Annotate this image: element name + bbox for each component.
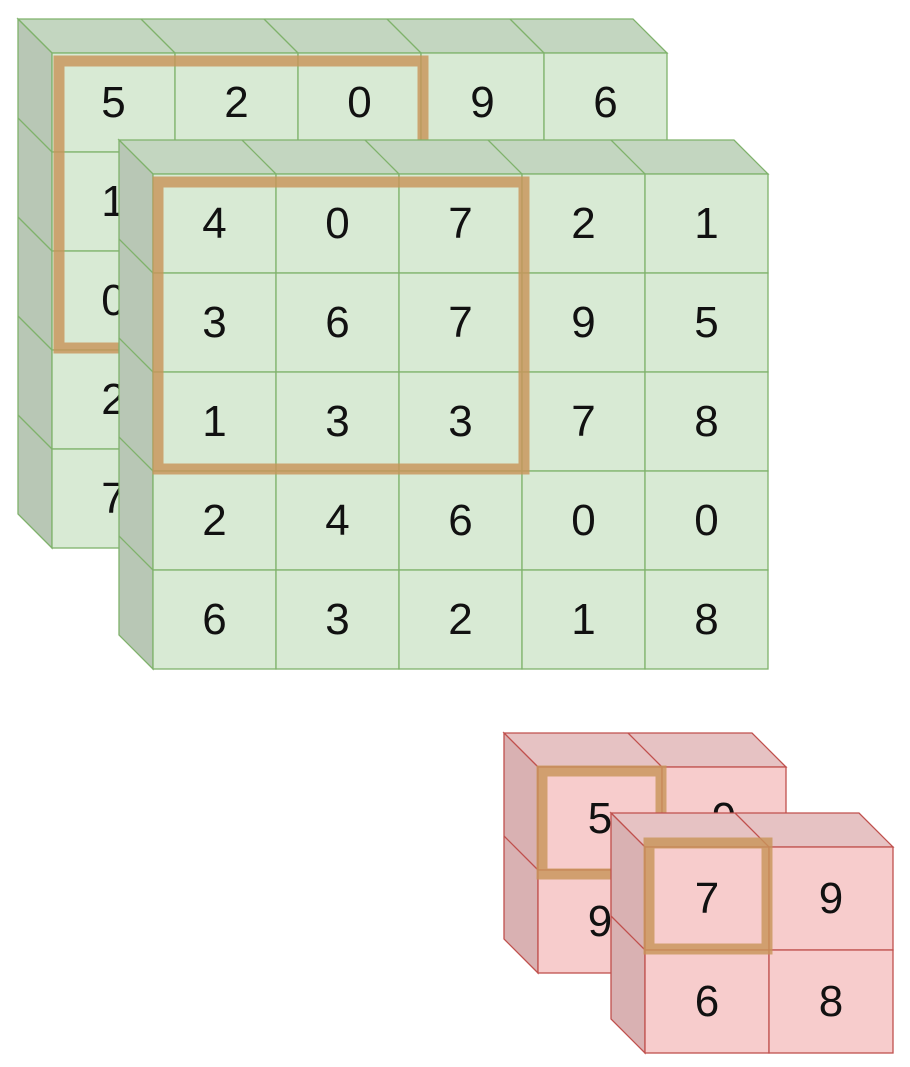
- input-back-cell: [174, 52, 299, 153]
- input-front-cell-value: 4: [325, 496, 349, 545]
- input-back-cell-value: 2: [224, 78, 248, 127]
- input-front-cell: [644, 173, 769, 274]
- input-front-cell: [644, 569, 769, 670]
- input-front-cell-value: 1: [202, 397, 226, 446]
- input-front-cell-value: 6: [202, 595, 226, 644]
- input-front-cell: [521, 371, 646, 472]
- input-front-side-edge: [118, 238, 154, 274]
- input-front-top-face: [117, 139, 770, 175]
- input-front-cell-value: 0: [325, 199, 349, 248]
- input-front-side-edge: [118, 337, 154, 373]
- input-front-cell-value: 3: [448, 397, 472, 446]
- input-front-cell-value: 8: [694, 397, 718, 446]
- input-front-cell-value: 4: [202, 199, 226, 248]
- input-front-cell: [644, 272, 769, 373]
- input-front-cell: [275, 569, 400, 670]
- input-back-side-edge: [17, 315, 53, 351]
- input-front-cell-value: 2: [448, 595, 472, 644]
- input-front-cell-value: 0: [571, 496, 595, 545]
- output-back-top-edge: [627, 732, 663, 768]
- input-back-cell-value: 5: [101, 78, 125, 127]
- input-front-cell: [275, 173, 400, 274]
- input-front-side-edge: [118, 535, 154, 571]
- input-front-cell: [521, 470, 646, 571]
- input-front-cell: [398, 272, 523, 373]
- output-back-cell-value: 9: [588, 897, 612, 946]
- input-front-cell-value: 9: [571, 298, 595, 347]
- input-front-cell-value: 7: [448, 199, 472, 248]
- input-front-side-edge: [118, 436, 154, 472]
- output-front-cell-value: 6: [695, 977, 719, 1026]
- input-front-cell-value: 8: [694, 595, 718, 644]
- input-front-cell-value: 1: [694, 199, 718, 248]
- input-front-cell-value: 1: [571, 595, 595, 644]
- input-back-side-edge: [17, 117, 53, 153]
- input-back-top-edge: [263, 18, 299, 54]
- input-front-cell: [644, 371, 769, 472]
- input-front-cell-value: 0: [694, 496, 718, 545]
- output-front-slice: 7 9 6 8: [609, 811, 895, 1055]
- input-front-cell: [275, 470, 400, 571]
- input-front-cell: [398, 569, 523, 670]
- input-front-cell-value: 6: [448, 496, 472, 545]
- input-back-cell-value: 0: [347, 78, 371, 127]
- input-front-cell: [644, 470, 769, 571]
- output-front-cell-value: 8: [819, 977, 843, 1026]
- input-front-top-edge: [487, 139, 523, 175]
- input-back-cell: [297, 52, 422, 153]
- input-front-cell: [521, 569, 646, 670]
- input-front-cell-value: 5: [694, 298, 718, 347]
- input-back-side-edge: [17, 216, 53, 252]
- output-front-cell: [768, 846, 894, 951]
- input-front-top-edge: [364, 139, 400, 175]
- output-volume: 5 9 9 7 9 6 8: [502, 731, 895, 1055]
- input-front-cell-value: 3: [325, 595, 349, 644]
- input-front-slice: 4 0 7 2 1 3 6 7 9 5 1 3 3 7 8 2 4 6 0 0 6 3 2 1 8: [117, 138, 770, 671]
- input-back-side-edge: [17, 414, 53, 450]
- output-back-side-edge: [503, 835, 539, 871]
- output-front-side-edge: [610, 915, 646, 951]
- output-front-cell: [768, 949, 894, 1054]
- input-front-cell: [398, 470, 523, 571]
- output-front-max-cell: [643, 837, 773, 955]
- input-back-cell-value: 6: [593, 78, 617, 127]
- input-front-pooling-window: [152, 176, 530, 475]
- input-back-top-face: [16, 18, 669, 54]
- input-front-cell: [275, 371, 400, 472]
- input-front-top-edge: [610, 139, 646, 175]
- input-back-top-edge: [509, 18, 545, 54]
- output-front-cell-value: 9: [819, 874, 843, 923]
- input-front-cell-value: 2: [571, 199, 595, 248]
- input-front-cell-value: 7: [571, 397, 595, 446]
- input-front-cell-value: 7: [448, 298, 472, 347]
- input-front-top-edge: [241, 139, 277, 175]
- input-back-side-face: [17, 17, 53, 550]
- input-volume: 5 2 0 9 6 1 0 2 7 4 0 7 2 1 3 6 7 9 5 1 3 3 7 8 2 4 6 0 0 6 3 2 1 8: [16, 17, 770, 671]
- input-front-cell: [152, 569, 277, 670]
- input-front-cell-value: 3: [202, 298, 226, 347]
- output-front-cell-value: 7: [695, 874, 719, 923]
- output-back-cell-value: 5: [588, 794, 612, 843]
- input-front-cell: [152, 272, 277, 373]
- input-front-side-face: [118, 138, 154, 671]
- input-front-cell-value: 6: [325, 298, 349, 347]
- input-back-top-edge: [386, 18, 422, 54]
- input-back-cell-value: 9: [470, 78, 494, 127]
- input-front-cell-value: 3: [325, 397, 349, 446]
- input-front-cell-value: 2: [202, 496, 226, 545]
- input-back-top-edge: [140, 18, 176, 54]
